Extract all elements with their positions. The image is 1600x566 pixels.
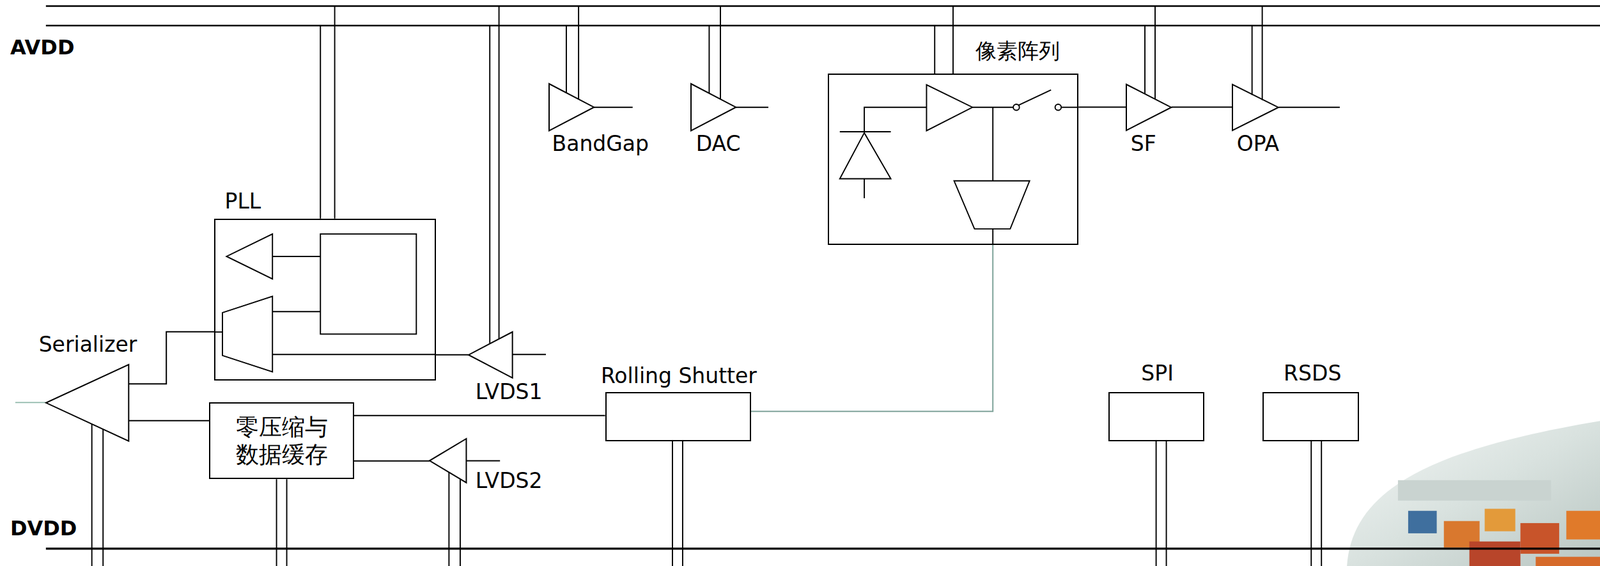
- block-label: RSDS: [1283, 361, 1342, 386]
- power-rail-label: DVDD: [10, 516, 77, 541]
- amplifier-triangle: [1232, 84, 1279, 131]
- bandgap-buffer: BandGap: [549, 83, 594, 131]
- signal-wire: [354, 414, 606, 417]
- block-label: Serializer: [38, 332, 138, 357]
- block-label: 像素阵列: [975, 38, 1060, 64]
- lvds-receiver: LVDS2: [429, 438, 467, 483]
- block-label: PLL: [225, 189, 262, 214]
- amplifier-triangle: [429, 438, 467, 483]
- block-label: BandGap: [552, 131, 649, 156]
- signal-wire: [354, 460, 430, 462]
- signal-wire: [751, 244, 993, 412]
- signal-wire: [1078, 106, 1127, 109]
- box-text: 零压缩与 数据缓存: [230, 412, 332, 468]
- lvds-receiver: LVDS1: [468, 331, 513, 378]
- rolling-shutter-box: Rolling Shutter: [605, 391, 752, 442]
- block-label: LVDS2: [475, 468, 543, 493]
- signal-wire: [1171, 106, 1234, 109]
- block-label: DAC: [696, 131, 741, 156]
- spi-box: SPI: [1108, 391, 1205, 442]
- rsds-box: RSDS: [1262, 391, 1360, 442]
- op-amp: OPA: [1232, 84, 1279, 131]
- dac-buffer: DAC: [691, 83, 736, 131]
- pixel-array: 像素阵列: [827, 73, 1080, 245]
- block-label: LVDS1: [475, 379, 543, 404]
- power-rail-label: AVDD: [10, 35, 75, 60]
- amplifier-triangle: [1126, 84, 1172, 131]
- amplifier-triangle: [691, 83, 736, 131]
- source-follower: SF: [1126, 84, 1172, 131]
- signal-wire: [128, 331, 215, 384]
- signal-wire: [128, 419, 210, 422]
- serializer-driver: Serializer: [46, 364, 129, 442]
- amplifier-triangle: [46, 364, 129, 442]
- block-label: SF: [1130, 131, 1157, 156]
- buffer-box: 零压缩与 数据缓存: [209, 402, 355, 479]
- amplifier-triangle: [549, 83, 594, 131]
- block-label: SPI: [1141, 361, 1174, 386]
- pll-block: PLL: [214, 218, 436, 381]
- signal-wire: [435, 354, 469, 356]
- amplifier-triangle: [468, 331, 513, 378]
- block-label: OPA: [1236, 131, 1280, 156]
- block-label: Rolling Shutter: [600, 363, 757, 389]
